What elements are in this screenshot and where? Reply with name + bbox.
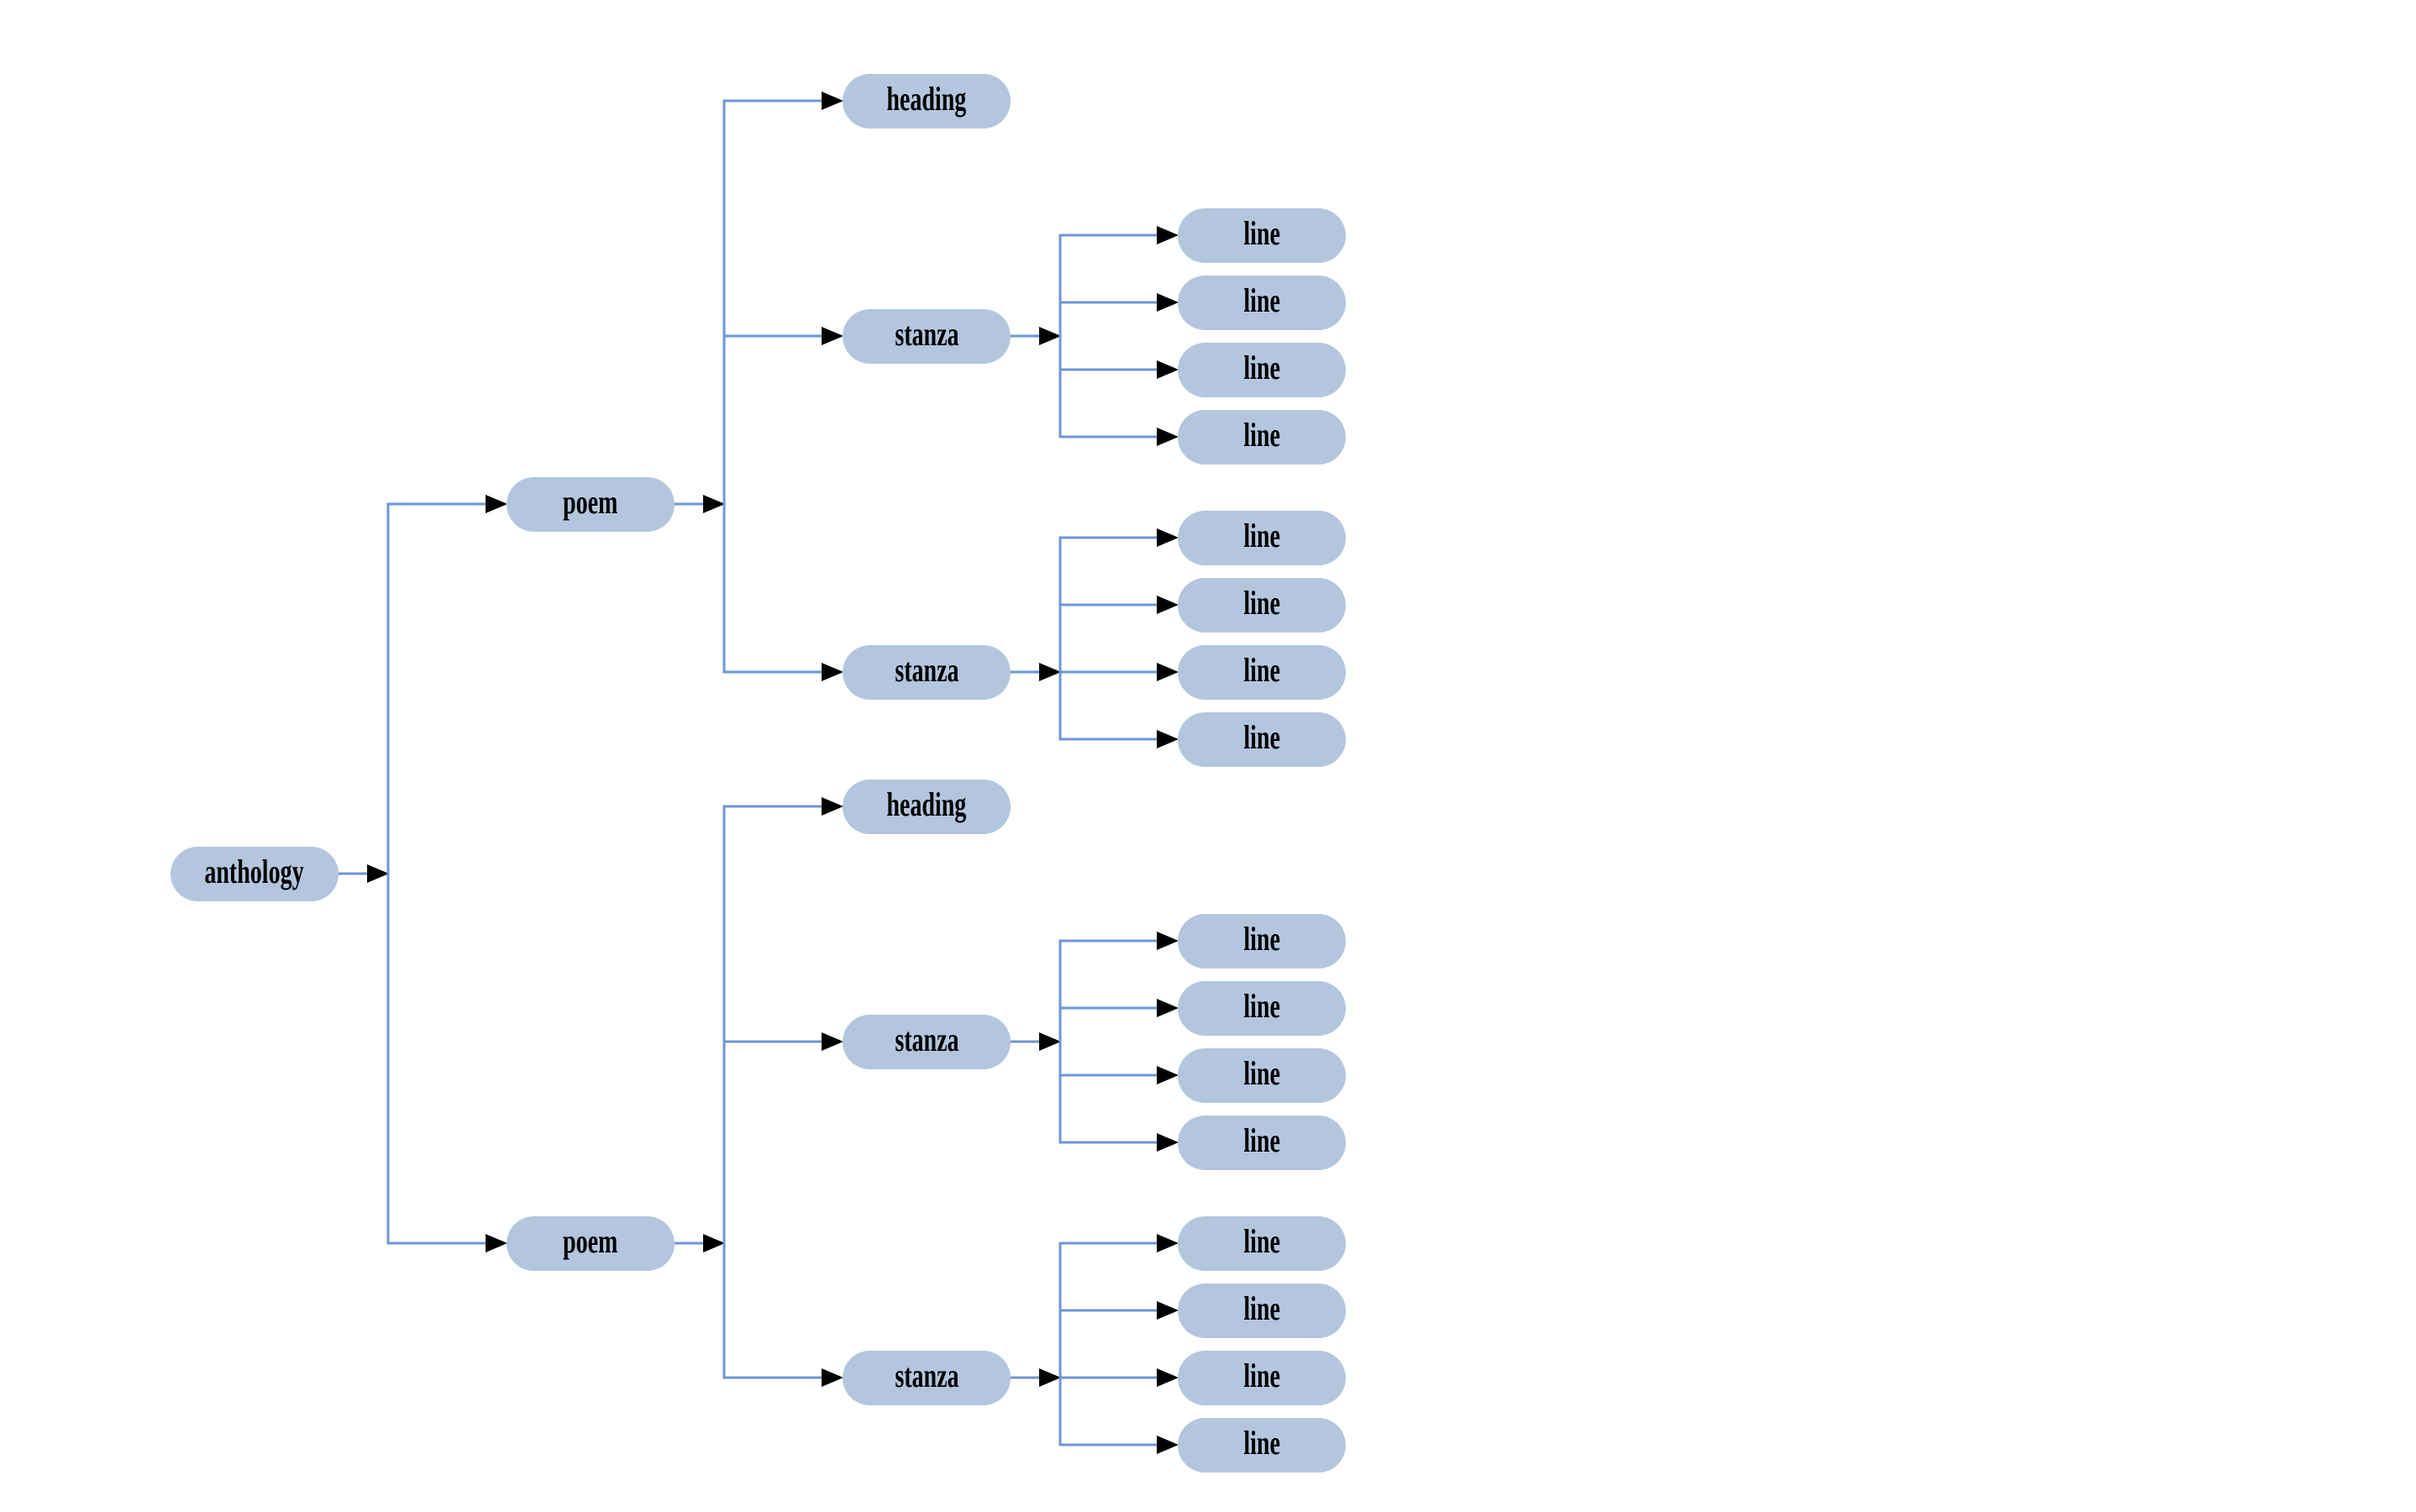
- line-node-label: line: [1243, 1222, 1280, 1260]
- line-node: line: [1178, 711, 1346, 767]
- arrowhead-icon: [1157, 528, 1179, 547]
- arrowhead-icon: [1039, 327, 1061, 345]
- line-node: line: [1178, 1047, 1346, 1103]
- heading-node-label: heading: [886, 80, 967, 118]
- heading-node: heading: [843, 779, 1011, 834]
- arrowhead-icon: [822, 327, 843, 345]
- line-node: line: [1178, 1215, 1346, 1271]
- line-node: line: [1178, 644, 1346, 700]
- arrowhead-icon: [1157, 293, 1179, 312]
- arrowhead-icon: [822, 92, 843, 110]
- arrowhead-icon: [1157, 1066, 1179, 1084]
- stanza-node: stanza: [843, 644, 1011, 700]
- line-node: line: [1178, 1350, 1346, 1405]
- line-node: line: [1178, 342, 1346, 397]
- arrowhead-icon: [1157, 1368, 1179, 1387]
- line-node-label: line: [1243, 651, 1280, 689]
- anthology-node-label: anthology: [204, 853, 304, 890]
- line-node-label: line: [1243, 920, 1280, 958]
- line-node-label: line: [1243, 718, 1280, 756]
- line-node: line: [1178, 913, 1346, 969]
- arrowhead-icon: [1039, 663, 1061, 681]
- arrowhead-icon: [1157, 226, 1179, 244]
- arrowhead-icon: [1157, 428, 1179, 446]
- poem-node: poem: [507, 476, 675, 532]
- line-node: line: [1178, 980, 1346, 1036]
- line-node-label: line: [1243, 214, 1280, 252]
- line-node-label: line: [1243, 517, 1280, 554]
- poem-node: poem: [507, 1215, 675, 1271]
- line-node: line: [1178, 577, 1346, 633]
- line-node: line: [1178, 1115, 1346, 1170]
- line-node-label: line: [1243, 1357, 1280, 1394]
- arrowhead-icon: [822, 1368, 843, 1387]
- line-node-label: line: [1243, 584, 1280, 622]
- arrowhead-icon: [1157, 730, 1179, 748]
- line-node-label: line: [1243, 1121, 1280, 1159]
- line-node-label: line: [1243, 416, 1280, 454]
- stanza-node-label: stanza: [894, 315, 959, 353]
- line-node-label: line: [1243, 987, 1280, 1025]
- stanza-node: stanza: [843, 1350, 1011, 1405]
- arrowhead-icon: [1157, 1234, 1179, 1252]
- line-node: line: [1178, 1283, 1346, 1338]
- arrowhead-icon: [1157, 999, 1179, 1017]
- arrowhead-icon: [1157, 360, 1179, 379]
- stanza-node-label: stanza: [894, 651, 959, 689]
- arrowhead-icon: [1157, 1301, 1179, 1320]
- line-node-label: line: [1243, 1289, 1280, 1327]
- stanza-node: stanza: [843, 308, 1011, 364]
- line-node-label: line: [1243, 349, 1280, 386]
- arrowhead-icon: [1157, 1436, 1179, 1454]
- arrowhead-icon: [822, 663, 843, 681]
- line-node: line: [1178, 1417, 1346, 1473]
- arrowhead-icon: [367, 864, 389, 883]
- arrowhead-icon: [1157, 1133, 1179, 1152]
- arrowhead-icon: [1157, 663, 1179, 681]
- arrowhead-icon: [703, 495, 725, 513]
- anthology-node: anthology: [170, 846, 339, 901]
- heading-node-label: heading: [886, 785, 967, 823]
- poem-node-label: poem: [563, 1222, 618, 1260]
- line-node: line: [1178, 207, 1346, 263]
- heading-node: heading: [843, 73, 1011, 129]
- arrowhead-icon: [1157, 932, 1179, 950]
- line-node-label: line: [1243, 1054, 1280, 1092]
- poem-node-label: poem: [563, 483, 618, 521]
- arrowhead-icon: [822, 1032, 843, 1051]
- line-node: line: [1178, 275, 1346, 330]
- line-node-label: line: [1243, 281, 1280, 319]
- arrowhead-icon: [486, 1234, 507, 1252]
- stanza-node-label: stanza: [894, 1021, 959, 1058]
- line-node-label: line: [1243, 1424, 1280, 1462]
- arrowhead-icon: [822, 797, 843, 816]
- arrowhead-icon: [703, 1234, 725, 1252]
- arrowhead-icon: [486, 495, 507, 513]
- line-node: line: [1178, 409, 1346, 465]
- arrowhead-icon: [1039, 1032, 1061, 1051]
- arrowhead-icon: [1157, 596, 1179, 614]
- line-node: line: [1178, 510, 1346, 565]
- stanza-node: stanza: [843, 1014, 1011, 1069]
- stanza-node-label: stanza: [894, 1357, 959, 1394]
- arrowhead-icon: [1039, 1368, 1061, 1387]
